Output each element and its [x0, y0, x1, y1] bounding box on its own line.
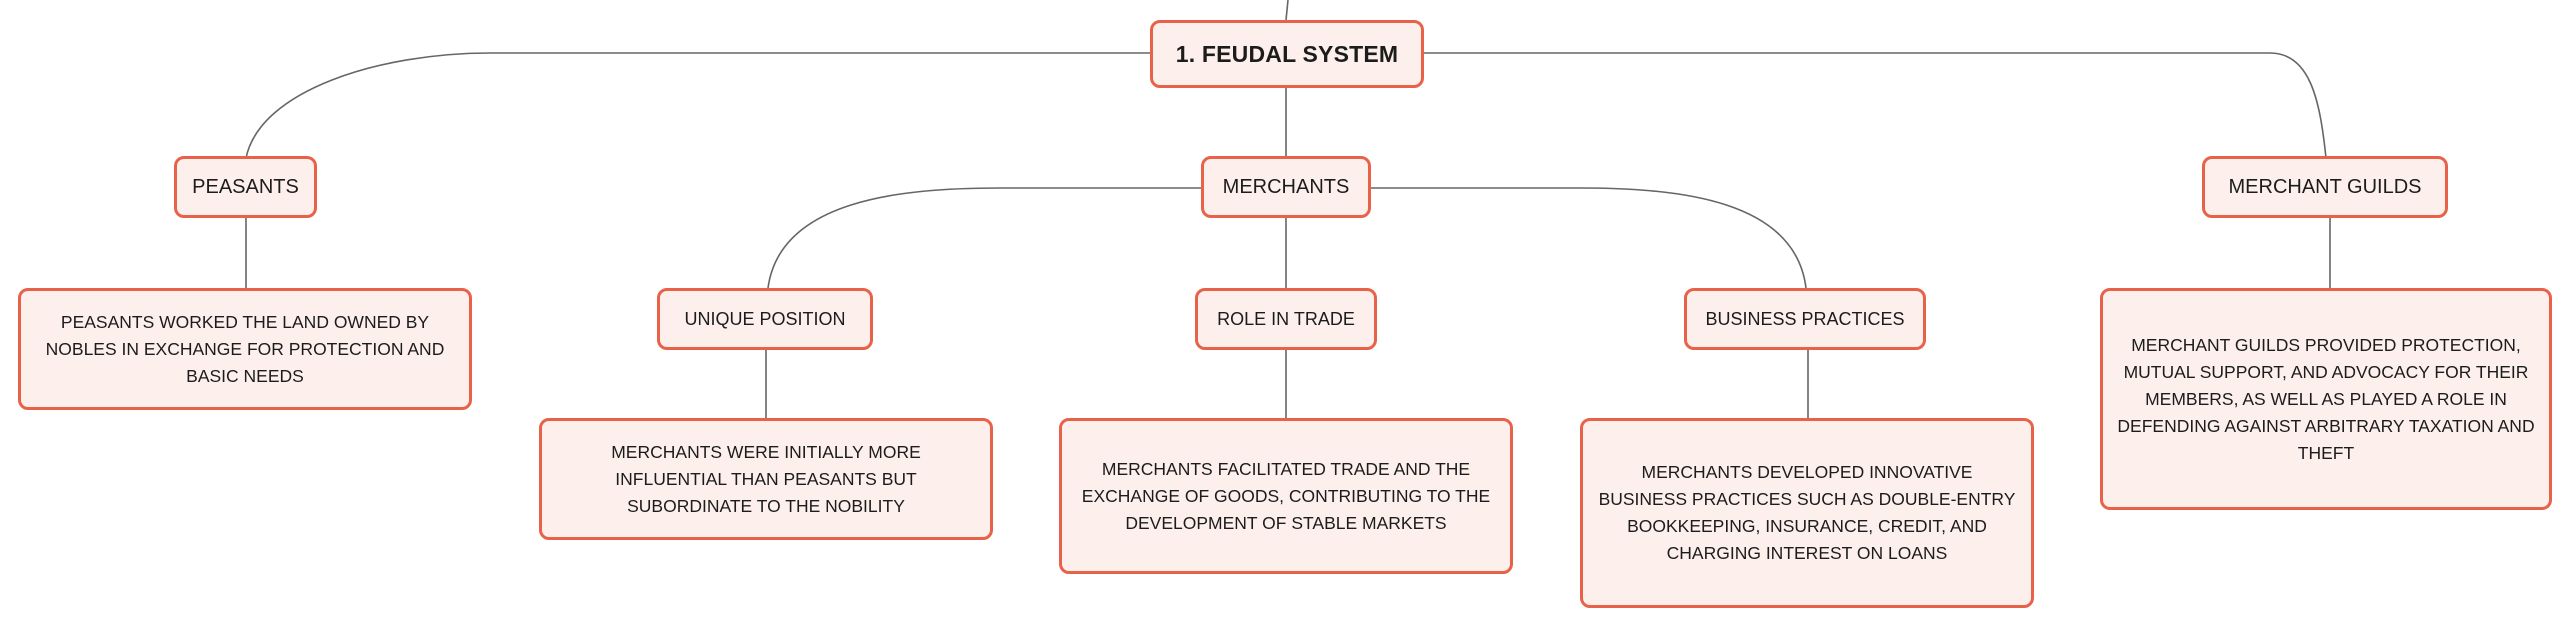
root-node-label: 1. FEUDAL SYSTEM — [1175, 40, 1399, 67]
detail-node-text: MERCHANTS FACILITATED TRADE AND THE EXCH… — [1081, 458, 1491, 533]
connector-root-parent — [1285, 0, 1289, 21]
detail-node-text: MERCHANTS DEVELOPED INNOVATIVE BUSINESS … — [1598, 462, 2016, 563]
topic-node-merchants[interactable]: MERCHANTS — [1201, 156, 1371, 218]
topic-node-merchant-guilds[interactable]: MERCHANT GUILDS — [2202, 156, 2448, 218]
topic-node-label: MERCHANT GUILDS — [2228, 175, 2422, 198]
detail-node-text: MERCHANT GUILDS PROVIDED PROTECTION, MUT… — [2117, 334, 2535, 463]
connector-root-guilds — [1422, 52, 2327, 159]
topic-node-label: MERCHANTS — [1222, 175, 1350, 198]
connector-merchants-unique — [767, 187, 1204, 289]
topic-node-peasants[interactable]: PEASANTS — [174, 156, 317, 218]
detail-node-text: MERCHANTS WERE INITIALLY MORE INFLUENTIA… — [611, 441, 921, 516]
subtopic-node-label: BUSINESS PRACTICES — [1705, 308, 1905, 329]
connector-merchants-business — [1368, 187, 1807, 289]
detail-node-text: PEASANTS WORKED THE LAND OWNED BY NOBLES… — [45, 311, 445, 386]
root-node-feudal-system[interactable]: 1. FEUDAL SYSTEM — [1150, 20, 1424, 88]
detail-node-peasants[interactable]: PEASANTS WORKED THE LAND OWNED BY NOBLES… — [18, 288, 472, 410]
detail-node-unique-position[interactable]: MERCHANTS WERE INITIALLY MORE INFLUENTIA… — [539, 418, 993, 540]
subtopic-node-business-practices[interactable]: BUSINESS PRACTICES — [1684, 288, 1926, 350]
detail-node-business-practices[interactable]: MERCHANTS DEVELOPED INNOVATIVE BUSINESS … — [1580, 418, 2034, 608]
subtopic-node-role-in-trade[interactable]: ROLE IN TRADE — [1195, 288, 1377, 350]
subtopic-node-label: ROLE IN TRADE — [1217, 308, 1355, 329]
connector-root-peasants — [245, 52, 1152, 159]
subtopic-node-label: UNIQUE POSITION — [684, 308, 846, 329]
topic-node-label: PEASANTS — [192, 175, 299, 198]
subtopic-node-unique-position[interactable]: UNIQUE POSITION — [657, 288, 873, 350]
detail-node-merchant-guilds[interactable]: MERCHANT GUILDS PROVIDED PROTECTION, MUT… — [2100, 288, 2552, 510]
detail-node-role-in-trade[interactable]: MERCHANTS FACILITATED TRADE AND THE EXCH… — [1059, 418, 1513, 574]
